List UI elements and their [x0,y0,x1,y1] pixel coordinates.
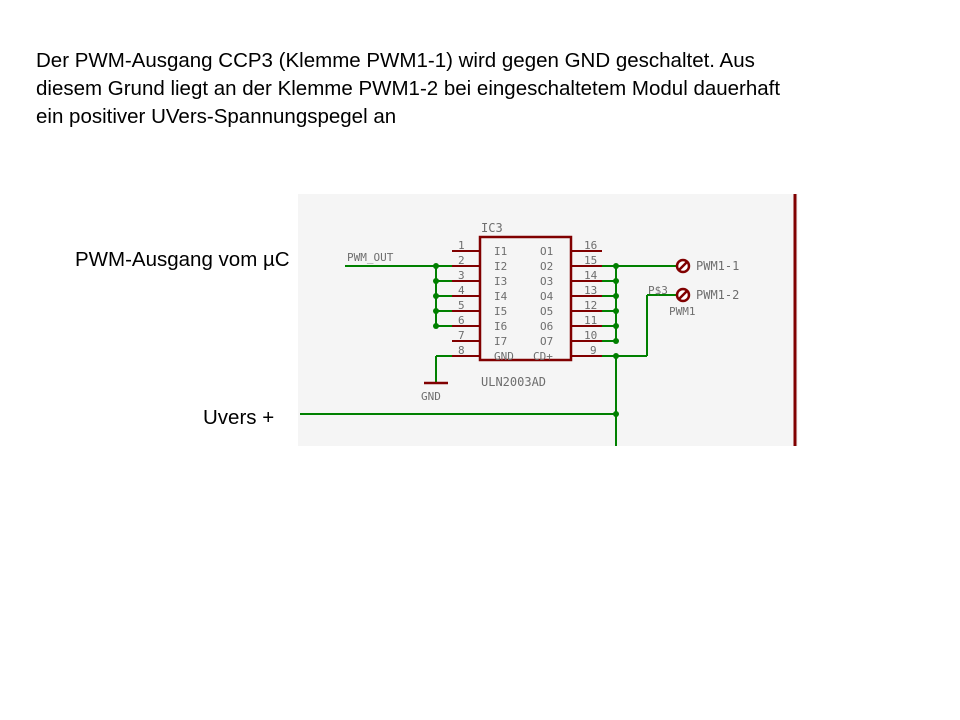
pin-name: O7 [540,335,553,348]
connector-name: PWM1 [669,305,696,318]
pin-number: 5 [458,299,465,312]
right-pin-names: O1 O2 O3 O4 O5 O6 O7 CD+ [533,245,554,363]
terminal-pwm1-2 [675,287,691,303]
pin-number: 9 [590,344,597,357]
pin-name: O6 [540,320,553,333]
pin-number: 10 [584,329,597,342]
connector-prefix: P$3 [648,284,668,297]
pin-number: 14 [584,269,598,282]
ic3-body [478,235,573,362]
junction-dots [433,263,619,417]
pin-name: I7 [494,335,507,348]
pwm-input-label: PWM-Ausgang vom µC [75,248,290,271]
pin-number: 15 [584,254,597,267]
terminal-2-label: PWM1-2 [696,288,739,302]
pin-name: I5 [494,305,507,318]
pin-name: I3 [494,275,507,288]
pin-name: O1 [540,245,553,258]
pin-number: 6 [458,314,465,327]
pin-number: 8 [458,344,465,357]
pin-number: 4 [458,284,465,297]
description-line-2: diesem Grund liegt an der Klemme PWM1-2 … [36,77,781,100]
left-pin-names: I1 I2 I3 I4 I5 I6 I7 GND [494,245,514,363]
pin-name: I4 [494,290,508,303]
pin-name: O5 [540,305,553,318]
gnd-label: GND [421,390,441,403]
terminal-pwm1-1 [675,258,691,274]
pin-name: I1 [494,245,507,258]
pin-number: 13 [584,284,597,297]
description-line-3: ein positiver UVers-Spannungspegel an [36,105,397,128]
pin-name: O4 [540,290,554,303]
right-pin-numbers: 16 15 14 13 12 11 10 9 [584,239,598,357]
net-pwm-out: PWM_OUT [347,251,394,264]
ic3-name: IC3 [481,221,503,235]
pin-name: I2 [494,260,507,273]
terminal-1-label: PWM1-1 [696,259,739,273]
pin-number: 16 [584,239,597,252]
pin-name: GND [494,350,514,363]
pin-name: I6 [494,320,507,333]
pin-number: 1 [458,239,465,252]
pin-number: 11 [584,314,597,327]
pin-name: CD+ [533,350,553,363]
pin-number: 12 [584,299,597,312]
left-pin-numbers: 1 2 3 4 5 6 7 8 [458,239,465,357]
pin-number: 7 [458,329,465,342]
description-line-1: Der PWM-Ausgang CCP3 (Klemme PWM1-1) wir… [36,49,755,72]
pin-number: 3 [458,269,465,282]
description-text: Der PWM-Ausgang CCP3 (Klemme PWM1-1) wir… [36,47,936,131]
supply-label: Uvers + [203,406,275,429]
pin-name: O2 [540,260,553,273]
pin-number: 2 [458,254,465,267]
pin-name: O3 [540,275,553,288]
ic3-part: ULN2003AD [481,375,546,389]
right-pin-stubs [571,250,602,357]
left-pin-stubs [452,250,480,357]
